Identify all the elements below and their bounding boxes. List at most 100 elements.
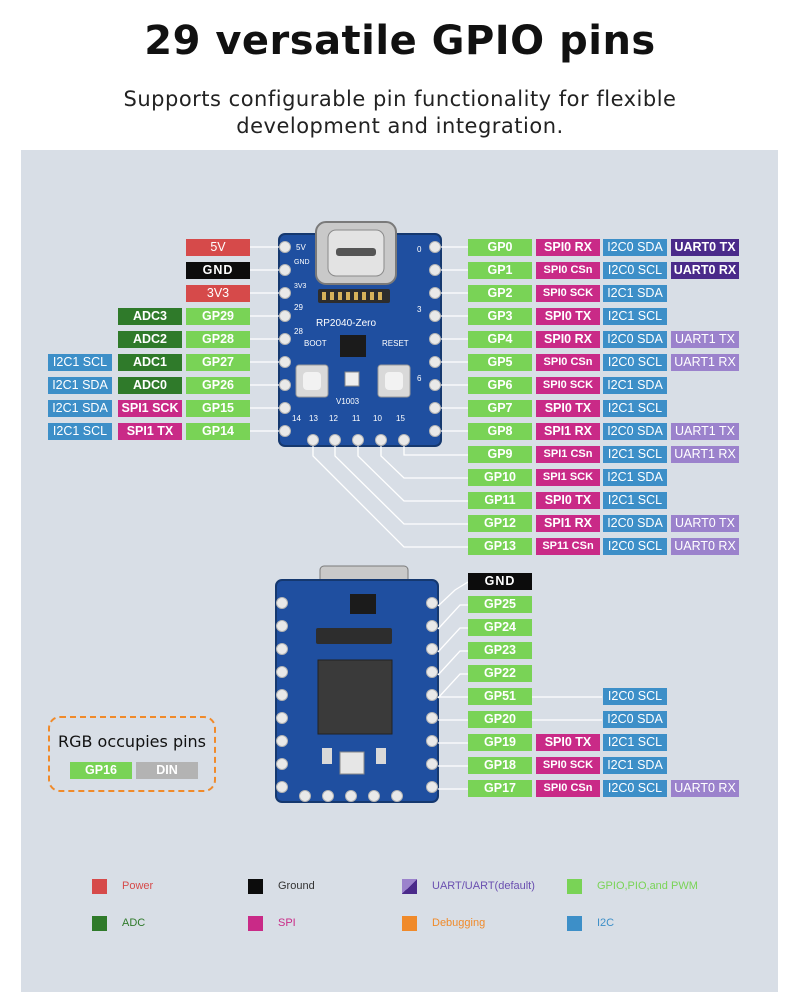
silk-10: 10 <box>373 414 382 423</box>
left-pin-label-gp15: GP15 <box>186 400 250 417</box>
front-right-gp-label: GP12 <box>468 515 532 532</box>
front-right-spi-label: SPI0 RX <box>536 331 600 348</box>
legend-label: Power <box>122 880 154 892</box>
front-right-uart-label: UART1 RX <box>671 354 739 371</box>
front-right-gp-label: GP11 <box>468 492 532 509</box>
left-pin-label-spi1-tx: SPI1 TX <box>118 423 182 440</box>
left-pin-label-gp14: GP14 <box>186 423 250 440</box>
front-right-i2c-label: I2C1 SCL <box>603 308 667 325</box>
front-right-i2c-label: I2C0 SCL <box>603 538 667 555</box>
legend-swatch <box>92 916 107 931</box>
front-right-uart-label: UART0 RX <box>671 538 739 555</box>
front-right-i2c-label: I2C1 SDA <box>603 285 667 302</box>
silk-3v3: 3V3 <box>294 283 307 290</box>
back-right-i2c-label: I2C1 SDA <box>603 757 667 774</box>
back-right-gp-label: GP24 <box>468 619 532 636</box>
front-right-spi-label: SP11 CSn <box>536 538 600 555</box>
legend-swatch <box>248 879 263 894</box>
front-right-spi-label: SPI1 RX <box>536 423 600 440</box>
back-right-spi-label: SPI0 TX <box>536 734 600 751</box>
silk-3: 3 <box>417 305 422 314</box>
left-leader-lines <box>250 246 279 432</box>
back-right-gp-label: GP51 <box>468 688 532 705</box>
front-right-uart-label: UART0 TX <box>671 239 739 256</box>
right-leader-lines <box>312 246 468 548</box>
back-right-gp-label: GP18 <box>468 757 532 774</box>
front-right-spi-label: SPI1 RX <box>536 515 600 532</box>
left-pin-label-gp28: GP28 <box>186 331 250 348</box>
left-pin-label-gnd: GND <box>186 262 250 279</box>
left-pin-label-gp27: GP27 <box>186 354 250 371</box>
front-right-uart-label: UART0 RX <box>671 262 739 279</box>
subtitle-line-1: Supports configurable pin functionality … <box>123 87 677 111</box>
subtitle-line-2: development and integration. <box>236 114 564 138</box>
front-right-uart-label: UART0 TX <box>671 515 739 532</box>
left-pin-label-adc0: ADC0 <box>118 377 182 394</box>
legend-label: I2C <box>597 917 615 929</box>
front-right-spi-label: SPI1 CSn <box>536 446 600 463</box>
front-right-spi-label: SPI0 TX <box>536 308 600 325</box>
front-right-i2c-label: I2C1 SDA <box>603 377 667 394</box>
legend-label: Ground <box>278 880 315 892</box>
silk-gnd: GND <box>294 259 310 266</box>
legend-swatch <box>92 879 107 894</box>
silk-5v: 5V <box>296 243 306 252</box>
front-right-i2c-label: I2C1 SCL <box>603 446 667 463</box>
front-right-i2c-label: I2C0 SDA <box>603 331 667 348</box>
front-right-i2c-label: I2C0 SDA <box>603 239 667 256</box>
legend-label: Debugging <box>432 917 486 929</box>
front-right-i2c-label: I2C0 SCL <box>603 262 667 279</box>
silk-boot: BOOT <box>304 339 327 348</box>
back-right-gp-label: GP25 <box>468 596 532 613</box>
front-right-gp-label: GP0 <box>468 239 532 256</box>
front-right-i2c-label: I2C0 SCL <box>603 354 667 371</box>
left-pin-label-adc1: ADC1 <box>118 354 182 371</box>
front-right-spi-label: SPI0 TX <box>536 400 600 417</box>
legend-swatch <box>402 916 417 931</box>
silk-12: 12 <box>329 414 338 423</box>
front-right-spi-label: SPI0 SCK <box>536 377 600 394</box>
front-right-spi-label: SPI0 CSn <box>536 354 600 371</box>
silk-0: 0 <box>417 245 422 254</box>
legend-label: UART/UART(default) <box>432 880 535 892</box>
legend-swatch <box>402 879 417 894</box>
silk-11: 11 <box>352 414 361 423</box>
back-right-gp-label: GP17 <box>468 780 532 797</box>
silk-6: 6 <box>417 374 422 383</box>
front-right-gp-label: GP2 <box>468 285 532 302</box>
front-right-spi-label: SPI0 CSn <box>536 262 600 279</box>
legend-swatch <box>567 879 582 894</box>
legend-label: SPI <box>278 917 296 929</box>
rgb-signal-label: DIN <box>136 762 198 779</box>
left-pin-label-gp26: GP26 <box>186 377 250 394</box>
front-right-gp-label: GP8 <box>468 423 532 440</box>
left-pin-label-3v3: 3V3 <box>186 285 250 302</box>
left-pin-label-i2c1-sda: I2C1 SDA <box>48 400 112 417</box>
front-right-gp-label: GP7 <box>468 400 532 417</box>
silk-reset: RESET <box>382 339 409 348</box>
front-right-i2c-label: I2C0 SDA <box>603 515 667 532</box>
front-right-spi-label: SPI0 SCK <box>536 285 600 302</box>
silk-15: 15 <box>396 414 405 423</box>
left-pin-label-gp29: GP29 <box>186 308 250 325</box>
back-right-i2c-label: I2C1 SCL <box>603 734 667 751</box>
left-pin-label-i2c1-scl: I2C1 SCL <box>48 354 112 371</box>
back-right-gp-label: GP22 <box>468 665 532 682</box>
silk-29: 29 <box>294 303 303 312</box>
silk-13: 13 <box>309 414 318 423</box>
back-right-i2c-label: I2C0 SCL <box>603 688 667 705</box>
front-right-i2c-label: I2C0 SDA <box>603 423 667 440</box>
back-leader-lines <box>437 581 602 790</box>
back-right-gp-label: GND <box>468 573 532 590</box>
left-pin-label-adc3: ADC3 <box>118 308 182 325</box>
front-right-i2c-label: I2C1 SCL <box>603 492 667 509</box>
rgb-note-title: RGB occupies pins <box>57 732 207 751</box>
rgb-note-box: RGB occupies pins GP16 DIN <box>48 716 216 792</box>
back-right-spi-label: SPI0 SCK <box>536 757 600 774</box>
front-right-gp-label: GP4 <box>468 331 532 348</box>
silk-28: 28 <box>294 327 303 336</box>
front-right-i2c-label: I2C1 SDA <box>603 469 667 486</box>
left-pin-label-adc2: ADC2 <box>118 331 182 348</box>
back-board <box>275 565 439 803</box>
